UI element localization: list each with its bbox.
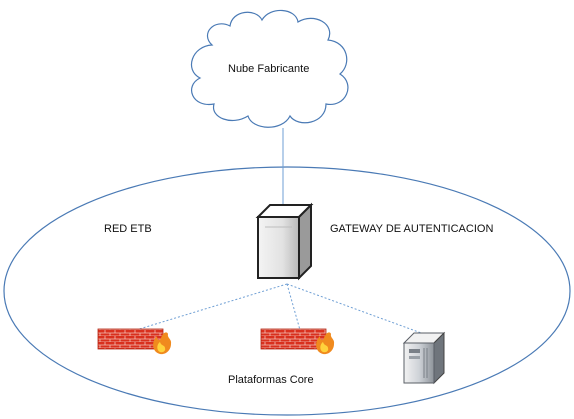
network-boundary xyxy=(3,166,571,416)
firewall-icon xyxy=(97,328,172,355)
firewall-icon xyxy=(260,328,335,355)
platform-links xyxy=(135,283,425,335)
platforms-label: Plataformas Core xyxy=(228,374,314,386)
gateway-label: GATEWAY DE AUTENTICACION xyxy=(330,223,494,235)
cloud-icon xyxy=(190,9,349,128)
network-label: RED ETB xyxy=(104,223,152,235)
gateway-server-icon xyxy=(255,202,314,281)
server-icon xyxy=(402,331,446,385)
cloud-label: Nube Fabricante xyxy=(228,63,310,75)
